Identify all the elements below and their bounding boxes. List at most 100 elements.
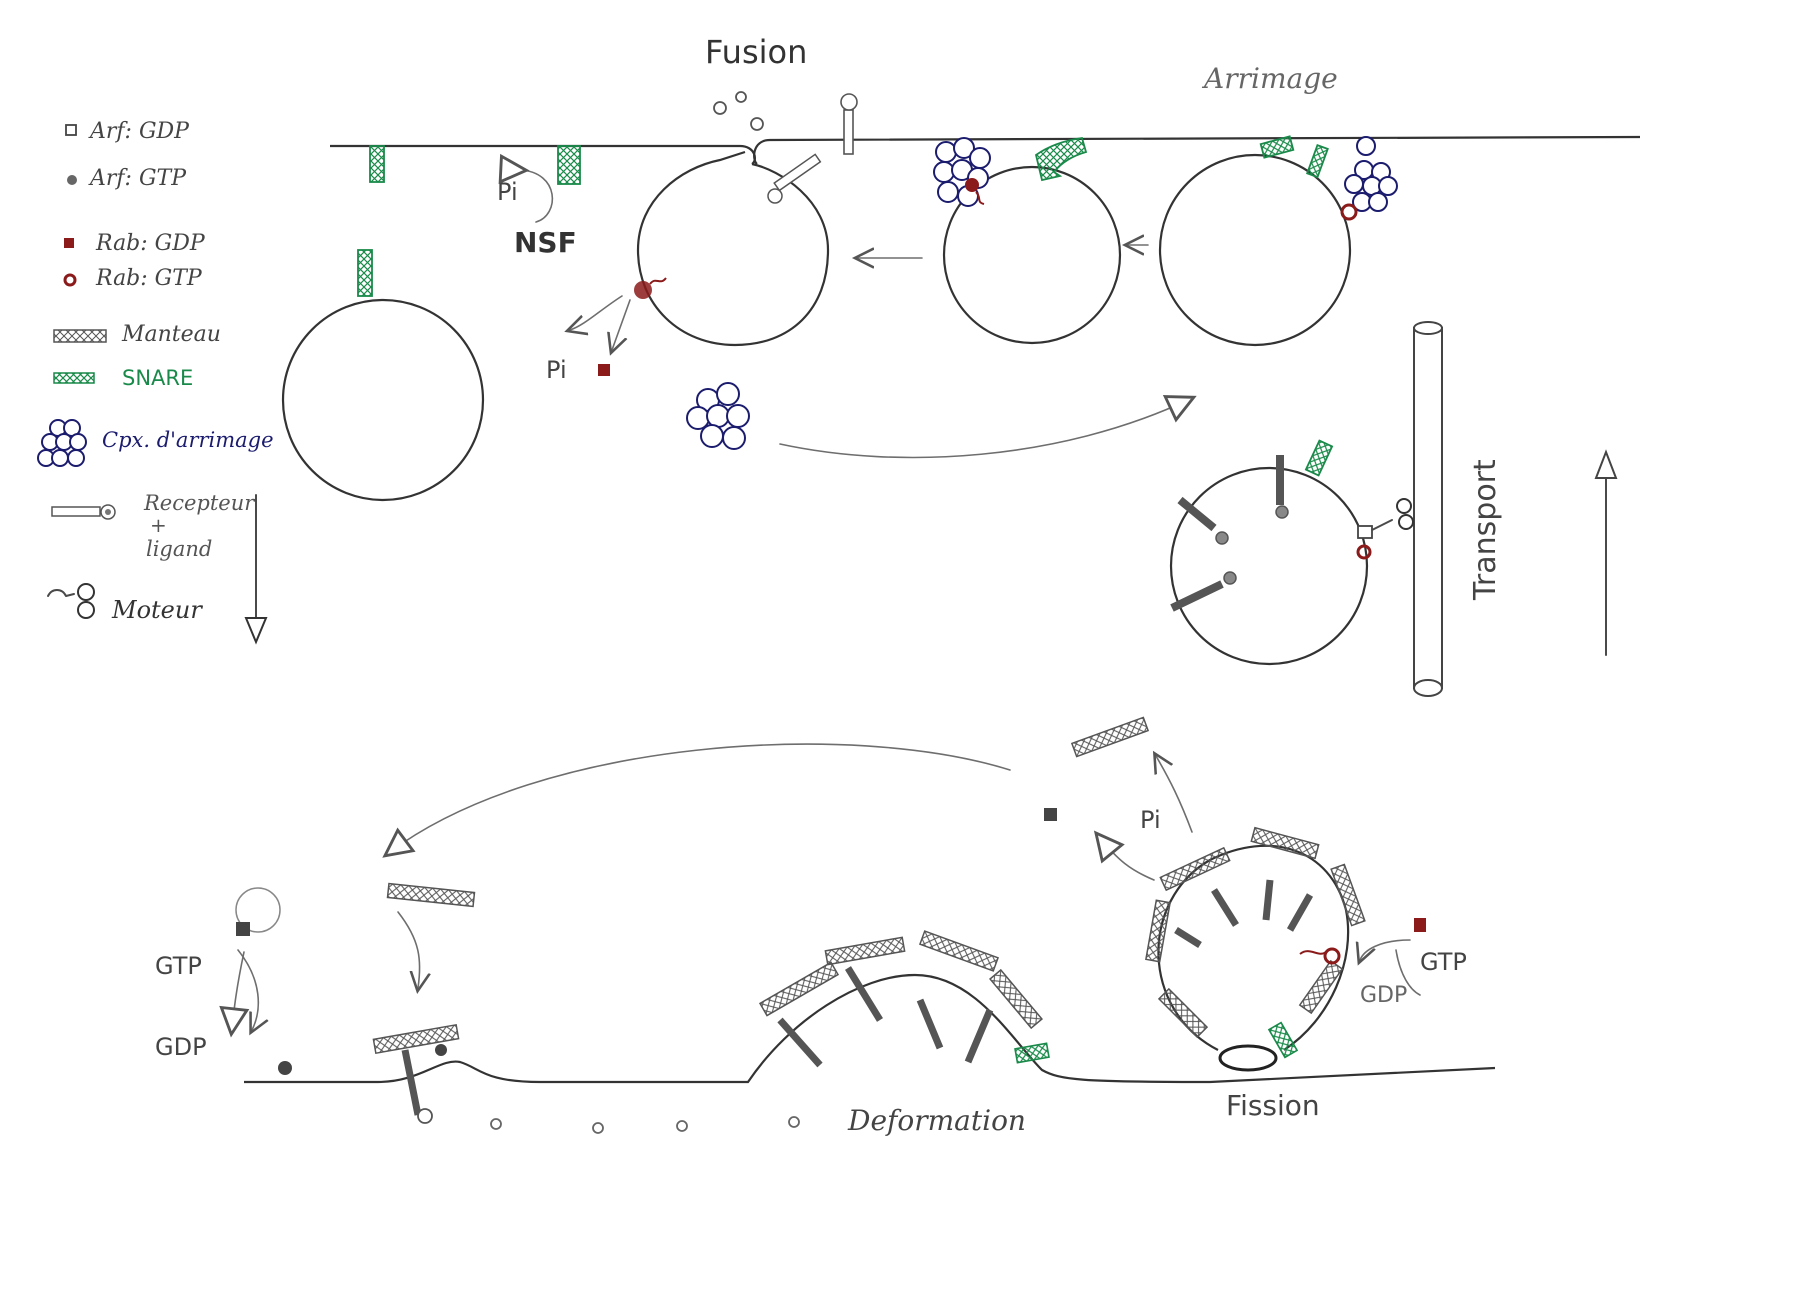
legend-label: Manteau bbox=[121, 322, 221, 347]
label-transport: Transport bbox=[1468, 459, 1503, 601]
receptor-transport bbox=[1170, 580, 1224, 612]
ligand-dot bbox=[1215, 531, 1229, 545]
up-arrow-head-icon bbox=[1594, 449, 1618, 479]
target-membrane-right bbox=[753, 135, 1641, 165]
microtubule bbox=[1413, 321, 1443, 697]
receptor-deformation bbox=[964, 1008, 994, 1064]
tether-recruit-arrow bbox=[779, 395, 1197, 459]
receptor-transport bbox=[1177, 496, 1217, 532]
receptor-vesicle bbox=[773, 153, 822, 192]
legend-label: Moteur bbox=[111, 596, 203, 624]
rab-gtp-dot bbox=[634, 281, 652, 299]
legend-rab-gdp: Rab: GDP bbox=[64, 231, 206, 256]
snare-arriving bbox=[1259, 135, 1295, 159]
tether-cluster-icon bbox=[37, 419, 87, 467]
coat-recruit-arrow bbox=[397, 911, 420, 988]
receptor-fission bbox=[1286, 893, 1314, 932]
legend-label: Rab: GTP bbox=[95, 266, 203, 291]
docking-vesicle bbox=[942, 165, 1122, 345]
rab-gtp-dot bbox=[1323, 947, 1341, 965]
rab-gdp-square bbox=[1414, 918, 1426, 932]
legend-label: Arf: GTP bbox=[88, 166, 187, 191]
rab-anchor bbox=[649, 277, 667, 285]
snare-bar-icon bbox=[53, 372, 95, 384]
square-gray-icon bbox=[65, 124, 77, 136]
donor-membrane bbox=[244, 973, 1496, 1084]
arf-gdp-square bbox=[1044, 808, 1057, 821]
label-gtp-left: GTP bbox=[155, 952, 202, 980]
label-gdp-right: GDP bbox=[1360, 983, 1407, 1008]
rab-gdp-square bbox=[598, 364, 610, 376]
released-coat bbox=[1070, 716, 1150, 758]
legend-tether: Cpx. d'arrimage bbox=[37, 419, 274, 467]
label-deformation: Deformation bbox=[847, 1104, 1026, 1137]
rab-anchor bbox=[1299, 950, 1327, 955]
ligand-dot bbox=[1275, 505, 1289, 519]
snare-complex-docking bbox=[1034, 136, 1088, 182]
ligand-dot bbox=[490, 1118, 502, 1130]
receptor-deformation bbox=[916, 998, 944, 1050]
label-fusion: Fusion bbox=[705, 33, 807, 71]
ligand-dot bbox=[735, 91, 747, 103]
legend-receptor: Recepteur + ligand bbox=[51, 491, 256, 561]
receptor-bottom bbox=[401, 1049, 422, 1116]
legend-label: SNARE bbox=[122, 366, 193, 390]
legend-arf-gtp: Arf: GTP bbox=[67, 166, 187, 191]
ligand-dot bbox=[592, 1122, 604, 1134]
arf-gtp-dot bbox=[278, 1061, 292, 1075]
tether-cluster bbox=[1344, 136, 1398, 212]
legend-rab-gtp: Rab: GTP bbox=[63, 266, 203, 291]
legend-label: Arf: GDP bbox=[88, 119, 190, 144]
receptor-fission bbox=[1211, 888, 1239, 927]
label-nsf: NSF bbox=[514, 226, 577, 259]
label-arrimage: Arrimage bbox=[1201, 62, 1338, 95]
label-gtp-right: GTP bbox=[1420, 948, 1467, 976]
deformation-coat bbox=[758, 930, 1043, 1030]
rab-anchor bbox=[975, 191, 985, 205]
receptor-deformation bbox=[777, 1017, 823, 1068]
receptor-deformation bbox=[845, 966, 883, 1022]
square-red-icon bbox=[64, 238, 74, 248]
fission-coat bbox=[1145, 826, 1366, 1039]
legend-label: Recepteur bbox=[143, 491, 256, 515]
snare-deformation bbox=[1014, 1042, 1050, 1064]
uncoat-arrow bbox=[1156, 756, 1193, 833]
label-fission: Fission bbox=[1226, 1089, 1320, 1122]
receptor-fission bbox=[1174, 927, 1202, 948]
dot-gray-icon bbox=[67, 175, 77, 185]
snare-transport bbox=[1304, 439, 1334, 477]
receptor-membrane bbox=[843, 109, 854, 155]
ligand-dot bbox=[767, 188, 783, 204]
nsf-cycle-arrow bbox=[498, 153, 554, 223]
dynamin-ring bbox=[1218, 1044, 1278, 1072]
rab-gtp-dot bbox=[965, 178, 979, 192]
arf-outline bbox=[235, 887, 281, 933]
fusing-vesicle bbox=[636, 150, 830, 347]
transport-vesicle bbox=[1169, 466, 1369, 666]
ligand-dot bbox=[788, 1116, 800, 1128]
label-gdp-left: GDP bbox=[155, 1033, 207, 1061]
legend-label: ligand bbox=[146, 537, 212, 561]
target-membrane-left bbox=[330, 144, 756, 165]
dot-red-icon bbox=[63, 273, 77, 287]
motor-icon bbox=[47, 583, 95, 619]
arf-gdp-square bbox=[236, 922, 250, 936]
tether-cluster bbox=[686, 382, 750, 450]
coat-subunit bbox=[386, 882, 476, 908]
legend-arf-gdp: Arf: GDP bbox=[65, 119, 190, 144]
legend-motor: Moteur bbox=[47, 583, 203, 624]
ligand-dot bbox=[676, 1120, 688, 1132]
ligand-dot bbox=[417, 1108, 433, 1124]
snare-arriving bbox=[1306, 144, 1329, 179]
ligand-dot bbox=[713, 101, 727, 115]
receptor-fission bbox=[1262, 879, 1274, 921]
legend-label: + bbox=[150, 513, 167, 537]
coat-recycle-arrow bbox=[382, 743, 1011, 858]
receptor-head bbox=[840, 93, 858, 111]
snare-membrane bbox=[369, 145, 385, 183]
coat-subunit bbox=[372, 1023, 460, 1055]
tether-cluster bbox=[933, 137, 991, 207]
rab-release-arrow bbox=[612, 299, 631, 350]
